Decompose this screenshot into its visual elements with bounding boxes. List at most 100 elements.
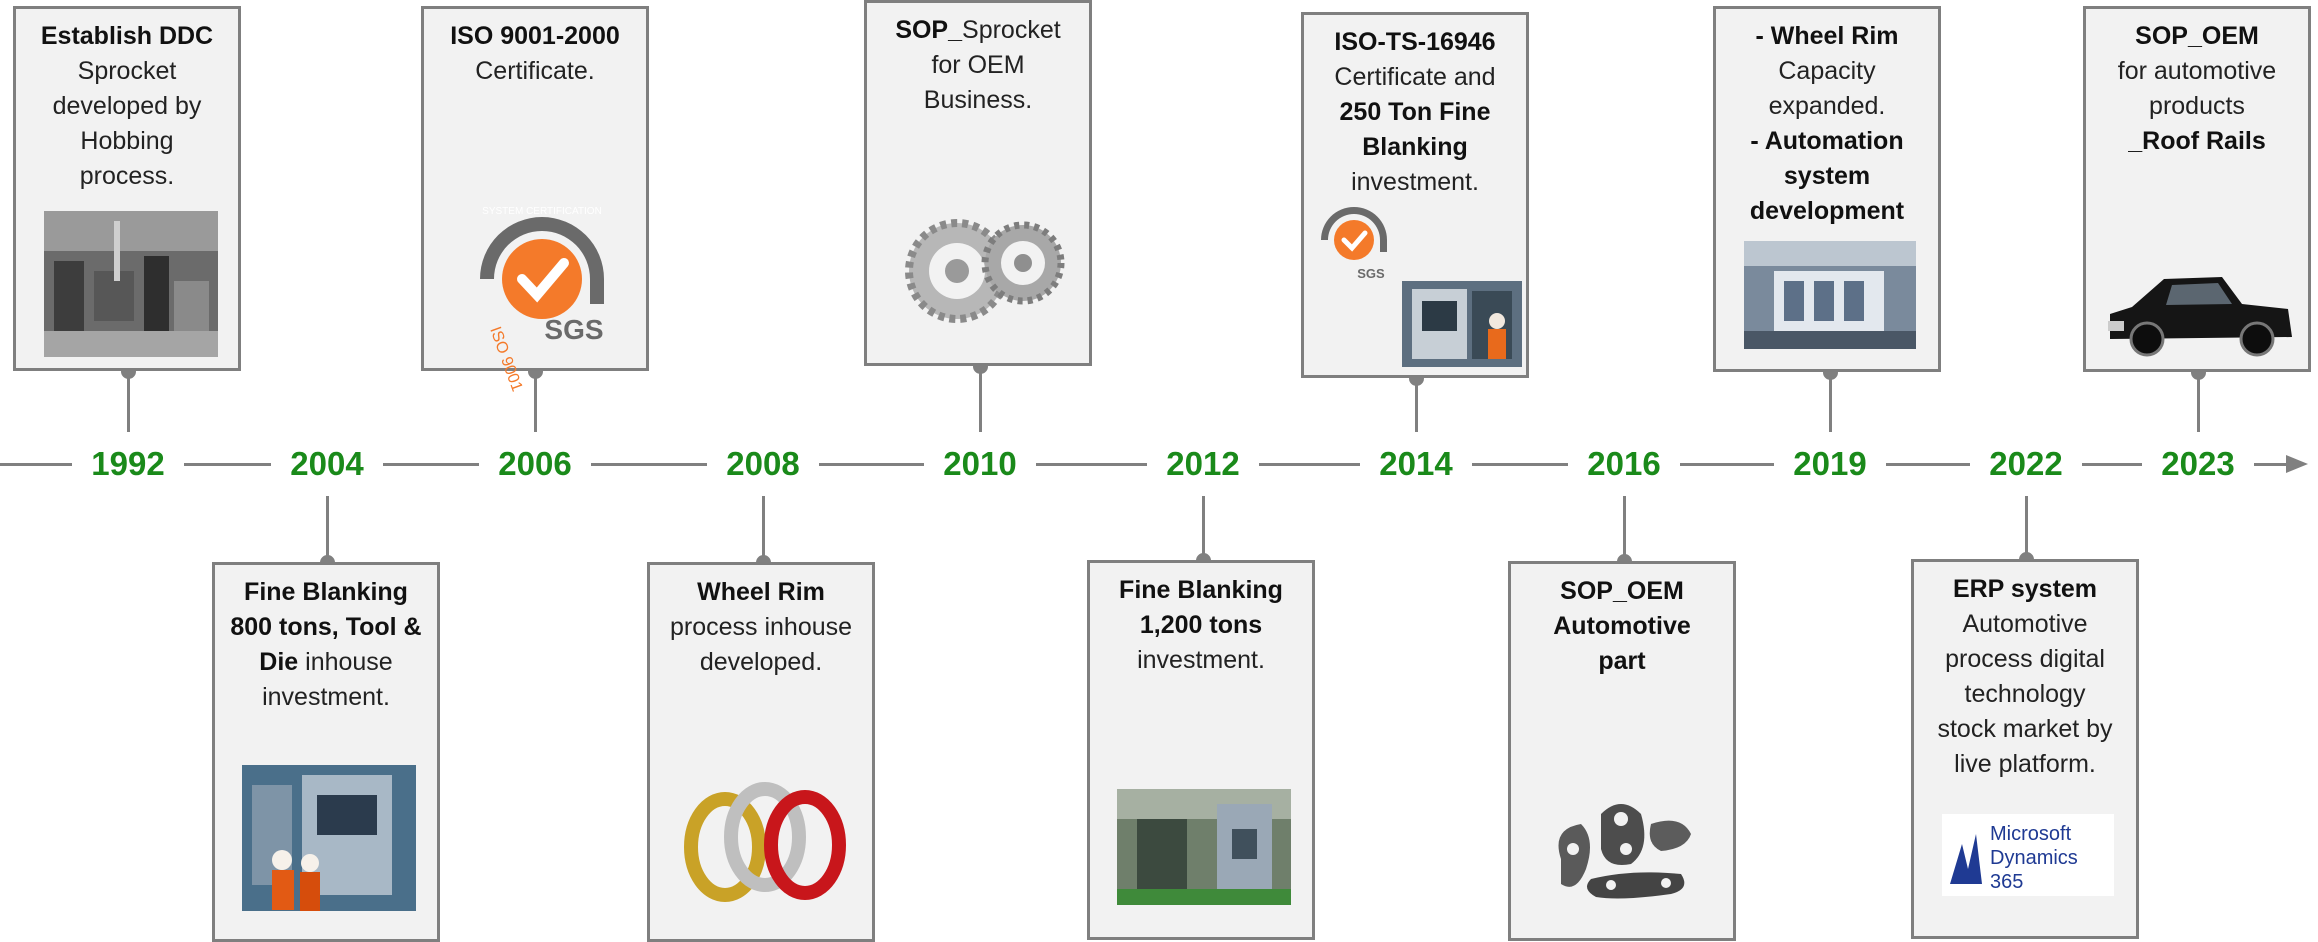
- year-label-2014: 2014: [1379, 445, 1453, 482]
- milestone-line: Capacity: [1722, 54, 1932, 89]
- milestone-text-segment: process digital: [1945, 645, 2105, 673]
- connector-line: [534, 371, 537, 432]
- connector-line: [1623, 496, 1626, 561]
- milestone-line: investment.: [1310, 165, 1520, 200]
- milestone-line: - Automation: [1722, 124, 1932, 159]
- year-label-2008: 2008: [726, 445, 800, 482]
- year-gap: [2142, 455, 2254, 475]
- wheel-rims-photo: [684, 782, 846, 902]
- press-machine-photo: [242, 765, 416, 911]
- milestone-text-segment: investment.: [1137, 646, 1265, 674]
- milestone-line: Fine Blanking: [221, 575, 431, 610]
- year-label-2019: 2019: [1793, 445, 1867, 482]
- milestone-line: _Roof Rails: [2092, 124, 2302, 159]
- milestone-line: process digital: [1920, 642, 2130, 677]
- timeline-axis: [0, 463, 2288, 466]
- iso-sgs-badge-icon: SYSTEM CERTIFICATION ISO 9001 SGS: [480, 206, 604, 394]
- milestone-text-segment: live platform.: [1954, 750, 2096, 778]
- milestone-text-segment: ISO-TS-16946: [1334, 28, 1496, 56]
- milestone-text-segment: Automotive: [1962, 610, 2088, 638]
- timeline-arrow-icon: [2286, 455, 2308, 473]
- milestone-text-segment: stock market by: [1937, 715, 2113, 743]
- year-label-1992: 1992: [91, 445, 165, 482]
- connector-line: [1415, 378, 1418, 432]
- milestone-text-segment: process inhouse: [669, 613, 853, 641]
- milestone-line: Hobbing: [22, 124, 232, 159]
- milestone-line: developed.: [656, 645, 866, 680]
- year-label-2023: 2023: [2161, 445, 2235, 482]
- milestone-text-segment: products: [2149, 92, 2245, 120]
- milestone-line: development: [1722, 194, 1932, 229]
- milestone-line: Business.: [873, 83, 1083, 118]
- milestone-text-segment: Wheel Rim: [697, 578, 825, 606]
- milestone-line: Automotive: [1517, 609, 1727, 644]
- svg-text:365: 365: [1990, 871, 2023, 893]
- pickup-truck-photo: [2108, 277, 2292, 357]
- milestone-text-segment: investment.: [1351, 168, 1479, 196]
- milestone-line: live platform.: [1920, 747, 2130, 782]
- milestone-text-segment: Die: [259, 648, 299, 676]
- connector-line: [127, 371, 130, 432]
- connector-line: [1202, 496, 1205, 560]
- year-gap: [1147, 455, 1259, 475]
- year-gap: [1774, 455, 1886, 475]
- milestone-line: Establish DDC: [22, 19, 232, 54]
- milestone-line: technology: [1920, 677, 2130, 712]
- milestone-text-segment: Blanking: [1362, 133, 1468, 161]
- milestone-line: 1,200 tons: [1096, 608, 1306, 643]
- milestone-line: 250 Ton Fine: [1310, 95, 1520, 130]
- milestone-text-segment: SOP_OEM: [1560, 577, 1684, 605]
- factory-photo: [44, 211, 218, 357]
- svg-text:SYSTEM CERTIFICATION: SYSTEM CERTIFICATION: [482, 206, 602, 217]
- milestone-text-segment: Automotive: [1553, 612, 1691, 640]
- milestone-line: process.: [22, 159, 232, 194]
- milestone-text-segment: Hobbing: [80, 127, 174, 155]
- connector-line: [2197, 372, 2200, 432]
- milestone-line: Blanking: [1310, 130, 1520, 165]
- milestone-line: system: [1722, 159, 1932, 194]
- milestone-line: for OEM: [873, 48, 1083, 83]
- automotive-parts-icon: [1558, 804, 1691, 899]
- milestone-card-2012: Fine Blanking 1,200 tons investment.: [1087, 560, 1315, 940]
- year-gap: [479, 455, 591, 475]
- milestone-line: investment.: [1096, 643, 1306, 678]
- fine-blanking-machine-photo: [1117, 789, 1291, 905]
- milestone-text-segment: Certificate and: [1334, 63, 1496, 91]
- sprocket-gears-icon: [905, 219, 1065, 323]
- milestone-card-2008: Wheel Rim process inhouse developed.: [647, 562, 875, 942]
- milestone-line: Certificate and: [1310, 60, 1520, 95]
- milestone-text-segment: technology: [1964, 680, 2086, 708]
- milestone-line: stock market by: [1920, 712, 2130, 747]
- microsoft-dynamics-logo: Microsoft Dynamics 365: [1942, 814, 2114, 896]
- milestone-line: Wheel Rim: [656, 575, 866, 610]
- milestone-text-segment: Fine Blanking: [1119, 576, 1283, 604]
- milestone-text-segment: ERP system: [1952, 575, 2098, 603]
- milestone-text-segment: _Roof Rails: [2128, 127, 2266, 155]
- milestone-text-segment: Certificate.: [475, 57, 595, 85]
- milestone-text-2012: Fine Blanking 1,200 tons investment.: [1090, 563, 1312, 678]
- milestone-line: ERP system: [1920, 572, 2130, 607]
- milestone-text-segment: 800 tons, Tool &: [230, 613, 422, 641]
- milestone-text-segment: Capacity: [1778, 57, 1876, 85]
- year-label-2022: 2022: [1989, 445, 2063, 482]
- milestone-line: ISO 9001-2000: [430, 19, 640, 54]
- milestone-line: Fine Blanking: [1096, 573, 1306, 608]
- year-gap: [72, 455, 184, 475]
- connector-line: [326, 496, 329, 562]
- milestone-text-segment: expanded.: [1768, 92, 1886, 120]
- milestone-line: ISO-TS-16946: [1310, 25, 1520, 60]
- milestone-text-segment: ISO 9001-2000: [450, 22, 620, 50]
- milestone-line: products: [2092, 89, 2302, 124]
- milestone-line: part: [1517, 644, 1727, 679]
- milestone-text-segment: inhouse: [298, 648, 393, 676]
- year-gap: [1568, 455, 1680, 475]
- svg-text:SGS: SGS: [544, 314, 603, 345]
